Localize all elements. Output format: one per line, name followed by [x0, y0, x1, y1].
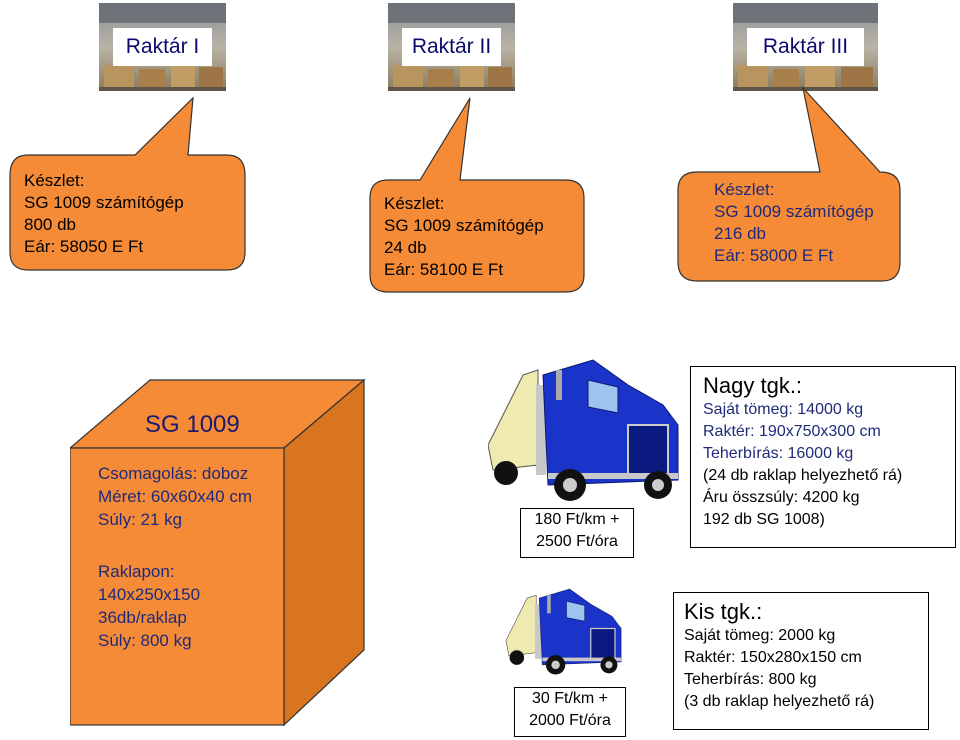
big-truck-line: Raktér: 190x750x300 cm — [703, 423, 881, 440]
callout-1-shape — [9, 96, 246, 271]
big-truck-line: (24 db raklap helyezhető rá) — [703, 467, 903, 484]
callout-3-shape — [677, 86, 901, 282]
warehouse-3-label: Raktár III — [747, 28, 864, 66]
small-truck-line: Saját tömeg: 2000 kg — [684, 627, 836, 644]
warehouse-1-label: Raktár I — [113, 28, 212, 66]
product-title: SG 1009 — [145, 411, 240, 438]
big-truck-line: 192 db SG 1008) — [703, 511, 825, 528]
warehouse-1-image: Raktár I — [99, 3, 226, 91]
callout-2-shape — [369, 97, 585, 293]
small-truck-icon — [505, 588, 622, 675]
large-truck-icon — [488, 359, 679, 501]
small-truck-title: Kis tgk.: — [684, 599, 763, 624]
product-box-shape — [70, 378, 366, 727]
big-truck-line: Áru összsúly: 4200 kg — [703, 489, 860, 506]
large-truck-price: 180 Ft/km +2500 Ft/óra — [520, 508, 634, 558]
warehouse-2-image: Raktár II — [388, 3, 515, 91]
big-truck-line: Teherbírás: 16000 kg — [703, 445, 854, 462]
small-truck-line: (3 db raklap helyezhető rá) — [684, 693, 875, 710]
small-truck-line: Teherbírás: 800 kg — [684, 671, 817, 688]
warehouse-2-label: Raktár II — [402, 28, 501, 66]
small-truck-price: 30 Ft/km +2000 Ft/óra — [514, 687, 626, 737]
small-truck-line: Raktér: 150x280x150 cm — [684, 649, 862, 666]
big-truck-line: Saját tömeg: 14000 kg — [703, 401, 864, 418]
big-truck-info: Nagy tgk.: Saját tömeg: 14000 kg Raktér:… — [690, 366, 956, 548]
callouts-layer — [9, 86, 901, 293]
big-truck-title: Nagy tgk.: — [703, 373, 803, 398]
small-truck-info: Kis tgk.: Saját tömeg: 2000 kg Raktér: 1… — [673, 592, 929, 730]
warehouse-3-image: Raktár III — [733, 3, 878, 91]
